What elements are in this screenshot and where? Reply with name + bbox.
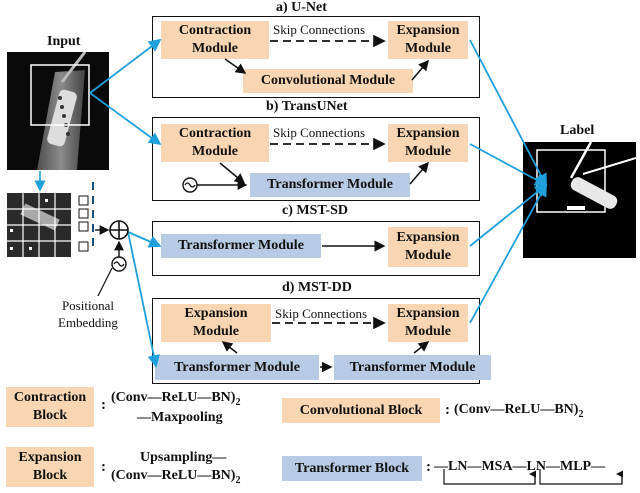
- legend-contraction-formula2: —Maxpooling: [137, 410, 223, 425]
- patch-token-column: [78, 195, 90, 255]
- legend-colon: :: [101, 397, 106, 413]
- panel-unet: Contraction Module Skip Connections Expa…: [152, 16, 480, 98]
- skip-connections-label: Skip Connections: [273, 125, 366, 140]
- panel-title-transunet: b) TransUNet: [266, 99, 348, 114]
- legend-expansion-block: Expansion Block: [6, 447, 94, 487]
- legend-convolutional-block: Convolutional Block: [282, 398, 440, 423]
- label-title: Label: [560, 123, 595, 138]
- legend-expansion-formula1: Upsampling—: [140, 450, 227, 465]
- legend-convolutional-formula: (Conv—ReLU—BN)2: [454, 402, 584, 420]
- patch-grid-image: [7, 193, 71, 257]
- panel-mstsd: Transformer Module Expansion Module: [152, 221, 480, 276]
- transformer-module-left: Transformer Module: [155, 355, 319, 380]
- panel-title-unet: a) U-Net: [276, 0, 327, 15]
- transformer-module-right: Transformer Module: [334, 355, 491, 380]
- skip-connections-label: Skip Connections: [273, 22, 366, 37]
- legend-colon: :: [101, 459, 106, 475]
- input-xray-image: [7, 51, 109, 170]
- legend-transformer-block: Transformer Block: [282, 456, 422, 481]
- panel-title-mstsd: c) MST-SD: [282, 203, 348, 218]
- legend-transformer-formula: —LN—MSA—LN—MLP—: [434, 459, 606, 474]
- expansion-module: Expansion Module: [388, 21, 468, 59]
- panel-mstdd: Expansion Module Skip Connections Expans…: [152, 298, 491, 384]
- input-title: Input: [47, 34, 81, 49]
- expansion-module: Expansion Module: [388, 124, 468, 162]
- transformer-module: Transformer Module: [250, 173, 410, 197]
- expansion-module-left: Expansion Module: [161, 304, 271, 342]
- positional-embedding-label: Positional Embedding: [58, 298, 118, 330]
- contraction-module: Contraction Module: [161, 124, 269, 162]
- skip-connections-label: Skip Connections: [275, 306, 368, 321]
- transformer-module: Transformer Module: [161, 234, 321, 258]
- panel-title-mstdd: d) MST-DD: [282, 280, 352, 295]
- legend-colon: :: [426, 459, 431, 475]
- contraction-module: Contraction Module: [161, 21, 269, 59]
- expansion-module-right: Expansion Module: [388, 304, 468, 342]
- legend-contraction-block: Contraction Block: [6, 387, 94, 427]
- legend-colon: :: [445, 402, 450, 418]
- legend-expansion-formula: (Conv—ReLU—BN)2: [111, 468, 241, 486]
- convolutional-module: Convolutional Module: [243, 69, 413, 93]
- legend-contraction-formula: (Conv—ReLU—BN)2: [111, 390, 241, 408]
- panel-transunet: Contraction Module Skip Connections Expa…: [152, 117, 480, 201]
- expansion-module: Expansion Module: [388, 227, 468, 267]
